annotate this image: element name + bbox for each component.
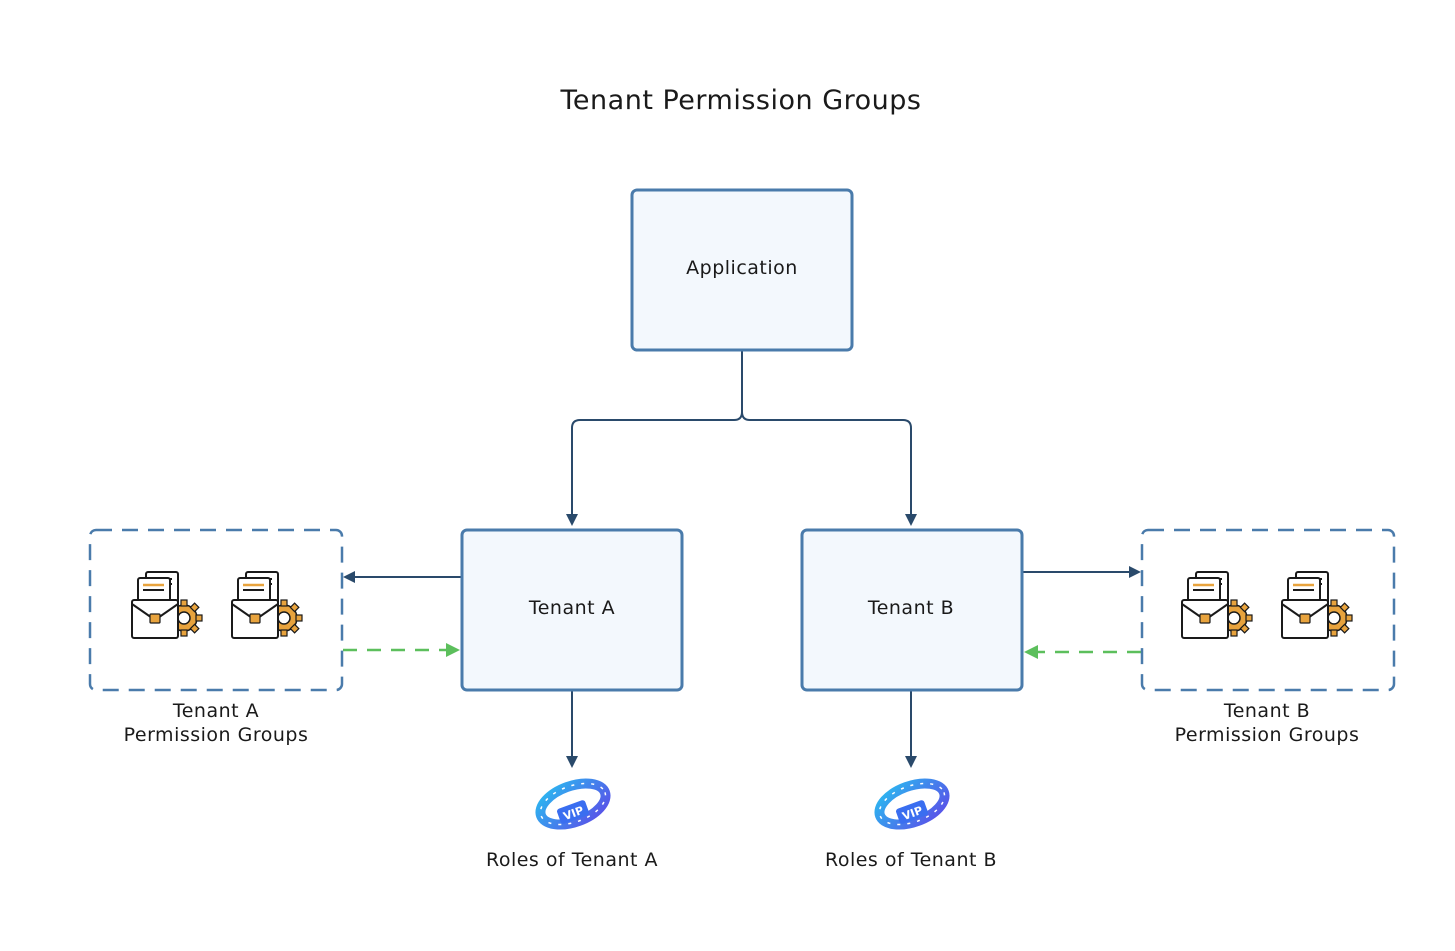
node-tenant-a[interactable]: Tenant A <box>460 528 684 692</box>
group-tenant-b-caption-line2: Permission Groups <box>1175 724 1360 746</box>
group-tenant-b-permission-groups[interactable]: Tenant B Permission Groups <box>1140 528 1396 746</box>
node-application[interactable]: Application <box>630 188 854 352</box>
briefcase-gear-icon <box>1280 570 1354 640</box>
edge-application-to-tenant-a <box>566 350 743 526</box>
group-tenant-a-permission-groups[interactable]: Tenant A Permission Groups <box>88 528 344 746</box>
group-tenant-a-caption-line2: Permission Groups <box>124 724 309 746</box>
node-tenant-b-label: Tenant B <box>867 597 954 619</box>
roles-tenant-a[interactable]: VIP Roles of Tenant A <box>486 775 658 871</box>
briefcase-gear-icon <box>230 570 304 640</box>
node-tenant-b[interactable]: Tenant B <box>800 528 1024 692</box>
vip-badge-icon: VIP <box>874 775 950 832</box>
diagram-title: Tenant Permission Groups <box>560 85 922 116</box>
roles-tenant-a-label: Roles of Tenant A <box>486 849 658 871</box>
node-application-label: Application <box>686 257 798 279</box>
group-tenant-b-caption-line1: Tenant B <box>1223 700 1310 722</box>
briefcase-gear-icon <box>130 570 204 640</box>
roles-tenant-b-label: Roles of Tenant B <box>825 849 997 871</box>
node-tenant-a-label: Tenant A <box>528 597 615 619</box>
vip-badge-icon: VIP <box>535 775 611 832</box>
group-tenant-a-caption-line1: Tenant A <box>172 700 259 722</box>
roles-tenant-b[interactable]: VIP Roles of Tenant B <box>825 775 997 871</box>
briefcase-gear-icon <box>1180 570 1254 640</box>
edge-application-to-tenant-b <box>741 350 917 526</box>
